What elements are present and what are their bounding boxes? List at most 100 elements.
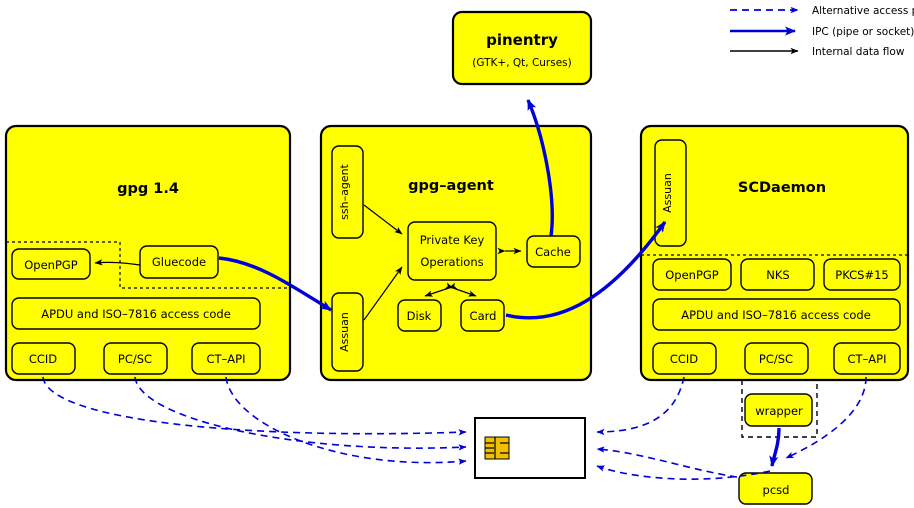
scdaemon-panel[interactable]: SCDaemon Assuan OpenPGP NKS PKCS#15 APDU… <box>639 124 910 382</box>
scdaemon-ctapi-label: CT–API <box>848 352 887 366</box>
card-box[interactable] <box>460 299 505 332</box>
alt-pcsd-to-card <box>596 446 738 478</box>
assuan-to-pko-arrow <box>363 266 403 321</box>
gpg-openpgp-box[interactable] <box>11 248 91 280</box>
scdaemon-apdu-label: APDU and ISO–7816 access code <box>681 308 871 322</box>
cache-label: Cache <box>535 245 571 259</box>
gpg-gluecode-node[interactable]: Gluecode <box>139 245 219 279</box>
gpg-apdu-label: APDU and ISO–7816 access code <box>41 307 231 321</box>
legend-item-alternative-access-paths: Alternative access paths <box>730 5 914 17</box>
gpg-ctapi-label: CT–API <box>207 352 246 366</box>
gpg-ctapi-box[interactable] <box>191 342 261 375</box>
legend-item-internal-data-flow: Internal data flow <box>730 46 905 58</box>
cache-node[interactable]: Cache <box>526 235 581 268</box>
scdaemon-nks-label: NKS <box>766 268 789 282</box>
scdaemon-assuan-box[interactable] <box>654 139 687 247</box>
private-key-label-line1: Private Key <box>420 233 485 247</box>
scdaemon-panel-title: SCDaemon <box>738 180 826 196</box>
gpg-driver-ctapi[interactable]: CT–API <box>191 342 261 375</box>
ipc-gpg-to-gpg-agent <box>218 256 332 312</box>
pinentry-node[interactable]: pinentry (GTK+, Qt, Curses) <box>451 10 593 86</box>
ssh-agent-to-pko-arrow <box>363 204 403 235</box>
wrapper-label: wrapper <box>755 404 803 418</box>
scdaemon-apdu-node[interactable]: APDU and ISO–7816 access code <box>652 298 901 331</box>
smartcard[interactable] <box>474 417 586 479</box>
scdaemon-ctapi-box[interactable] <box>833 342 901 375</box>
gpg-openpgp-label: OpenPGP <box>24 258 78 272</box>
private-key-operations-node[interactable]: Private Key Operations <box>407 221 497 281</box>
scdaemon-pkcs15-box[interactable] <box>823 258 901 291</box>
gpg-apdu-box[interactable] <box>11 297 261 330</box>
scdaemon-nks-box[interactable] <box>740 258 815 291</box>
card-node[interactable]: Card <box>460 299 505 332</box>
gpg-driver-pcsc[interactable]: PC/SC <box>103 342 168 375</box>
alt-pcsd-to-card-2 <box>596 465 771 480</box>
scdaemon-ccid-box[interactable] <box>652 342 717 375</box>
smartcard-chip-icon <box>484 436 510 460</box>
gpg-openpgp-node[interactable]: OpenPGP <box>11 248 91 280</box>
scdaemon-assuan-node[interactable]: Assuan <box>654 139 687 247</box>
cache-box[interactable] <box>526 235 581 268</box>
gpg-dotted-region <box>6 241 290 289</box>
ssh-agent-node[interactable]: ssh–agent <box>331 145 364 239</box>
ssh-agent-box[interactable] <box>331 145 364 239</box>
private-key-operations-box[interactable] <box>407 221 497 281</box>
pcsd-box[interactable] <box>738 472 813 505</box>
pinentry-title: pinentry <box>486 31 558 49</box>
disk-box[interactable] <box>397 299 442 332</box>
legend-item-ipc: IPC (pipe or socket) <box>730 26 914 38</box>
alt-scdaemon-ccid-to-card <box>596 376 685 436</box>
scdaemon-app-openpgp[interactable]: OpenPGP <box>652 258 732 291</box>
alt-gpg-ccid-to-card <box>42 376 467 436</box>
legend-label-ipc: IPC (pipe or socket) <box>812 26 914 38</box>
pcsd-node[interactable]: pcsd <box>738 472 813 505</box>
gpg-agent-assuan-node[interactable]: Assuan <box>331 292 364 372</box>
pinentry-box[interactable] <box>451 10 593 86</box>
legend-label-alt: Alternative access paths <box>812 5 914 17</box>
gpg-pcsc-box[interactable] <box>103 342 168 375</box>
scdaemon-app-pkcs15[interactable]: PKCS#15 <box>823 258 901 291</box>
gluecode-to-openpgp-arrow <box>94 259 141 266</box>
pinentry-subtitle: (GTK+, Qt, Curses) <box>472 57 572 69</box>
scdaemon-driver-ccid[interactable]: CCID <box>652 342 717 375</box>
scdaemon-openpgp-box[interactable] <box>652 258 732 291</box>
gpg-driver-ccid[interactable]: CCID <box>11 342 76 375</box>
alt-scdaemon-ctapi-to-pcsd <box>785 376 867 459</box>
scdaemon-driver-ctapi[interactable]: CT–API <box>833 342 901 375</box>
scdaemon-pcsc-box[interactable] <box>744 342 809 375</box>
gpg-panel-title: gpg 1.4 <box>117 181 179 197</box>
gpg-gluecode-label: Gluecode <box>152 255 206 269</box>
scdaemon-assuan-label: Assuan <box>661 173 674 213</box>
wrapper-box[interactable] <box>744 393 813 427</box>
ipc-card-to-scdaemon <box>505 221 667 320</box>
ipc-wrapper-to-pcsd <box>769 427 781 467</box>
card-label: Card <box>470 309 497 323</box>
gpg-agent-panel[interactable]: gpg–agent ssh–agent Assuan Private Key O… <box>319 124 593 382</box>
gpg-gluecode-box[interactable] <box>139 245 219 279</box>
gpg-agent-panel-title: gpg–agent <box>408 178 494 194</box>
pko-card-arrow <box>444 282 477 297</box>
scdaemon-driver-pcsc[interactable]: PC/SC <box>744 342 809 375</box>
gpg-agent-assuan-label: Assuan <box>338 312 351 352</box>
gpg-agent-assuan-box[interactable] <box>331 292 364 372</box>
disk-node[interactable]: Disk <box>397 299 442 332</box>
pcsd-label: pcsd <box>763 483 790 497</box>
scdaemon-apdu-box[interactable] <box>652 298 901 331</box>
alt-gpg-pcsc-to-card <box>134 376 467 451</box>
scdaemon-openpgp-label: OpenPGP <box>665 268 719 282</box>
legend: Alternative access paths IPC (pipe or so… <box>730 5 914 58</box>
scdaemon-ccid-label: CCID <box>670 352 698 366</box>
wrapper-group[interactable]: wrapper <box>741 380 818 438</box>
alt-gpg-ctapi-to-card <box>225 376 467 465</box>
private-key-label-line2: Operations <box>420 255 483 269</box>
disk-label: Disk <box>407 309 432 323</box>
gpg-panel[interactable]: gpg 1.4 OpenPGP Gluecode APDU and ISO–78… <box>4 124 292 382</box>
scdaemon-pkcs15-label: PKCS#15 <box>835 268 888 282</box>
gpg-pcsc-label: PC/SC <box>118 352 152 366</box>
scdaemon-pcsc-label: PC/SC <box>759 352 793 366</box>
gpg-ccid-box[interactable] <box>11 342 76 375</box>
scdaemon-app-nks[interactable]: NKS <box>740 258 815 291</box>
ipc-cache-to-pinentry <box>526 99 554 237</box>
gpg-apdu-node[interactable]: APDU and ISO–7816 access code <box>11 297 261 330</box>
